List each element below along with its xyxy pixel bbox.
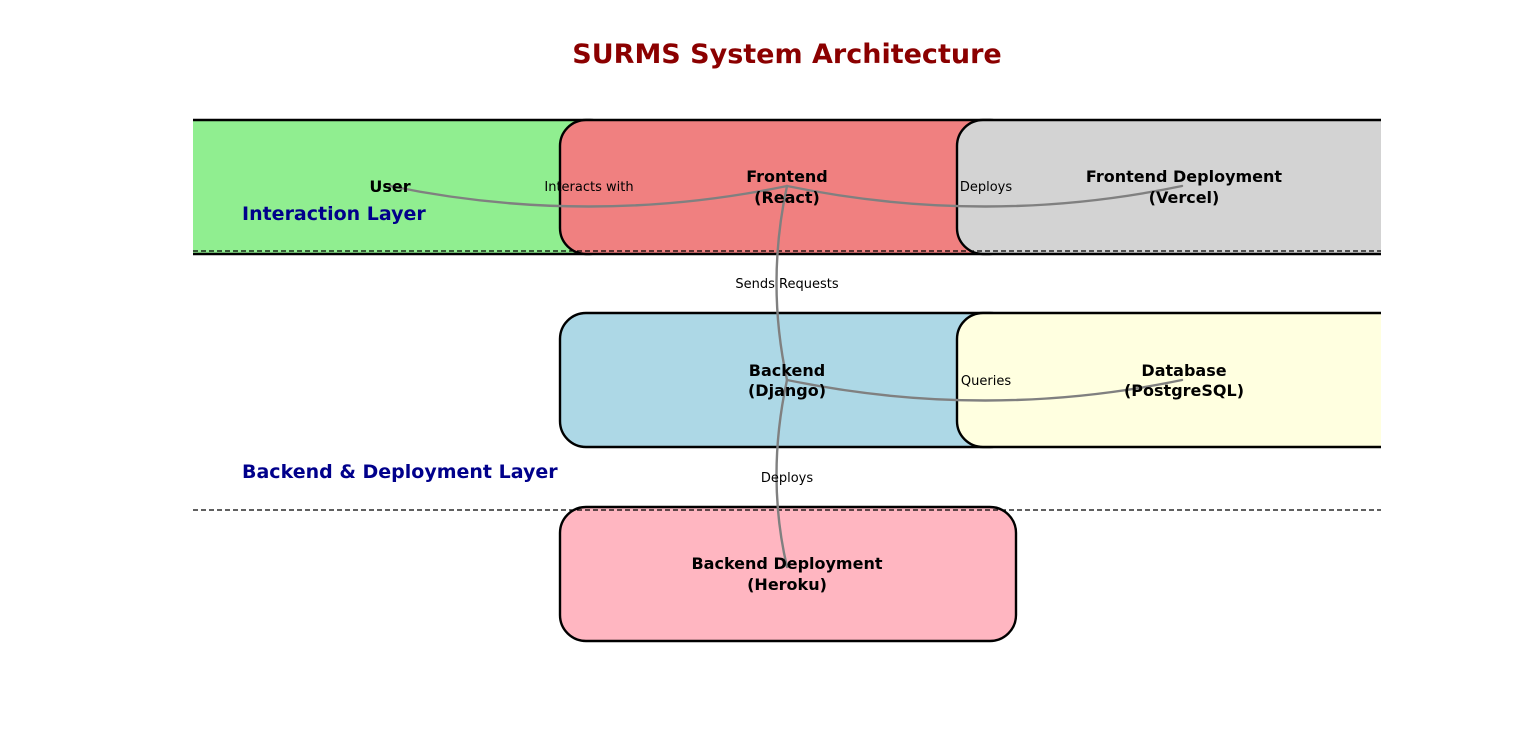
backend-node-label: Backend: [749, 361, 825, 380]
edge-label-frontend-deploys: Deploys: [960, 180, 1013, 195]
database-node-label: Database: [1141, 361, 1226, 380]
edge-label-queries: Queries: [961, 374, 1011, 389]
backend-deployment-node: [558, 505, 1018, 643]
database-node: [955, 311, 1381, 449]
database-node-sublabel: (PostgreSQL): [1124, 381, 1244, 400]
backend-deployment-sublabel: (Heroku): [747, 575, 827, 594]
edge-backend-deployment: [775, 378, 789, 569]
frontend-deployment-label: Frontend Deployment: [1086, 167, 1283, 186]
diagram-title: SURMS System Architecture: [572, 39, 1001, 70]
backend-node-sublabel: (Django): [748, 381, 826, 400]
edge-label-interacts-with: Interacts with: [544, 180, 633, 195]
edge-frontend-deployment: [785, 184, 1184, 208]
edge-frontend-backend: [775, 184, 789, 382]
frontend-deployment-node: [955, 118, 1381, 256]
edge-backend-database: [785, 378, 1184, 402]
edge-label-sends-requests: Sends Requests: [735, 277, 838, 292]
edge-user-frontend: [388, 184, 789, 208]
frontend-node-sublabel: (React): [754, 188, 820, 207]
backend-deployment-label: Backend Deployment: [691, 554, 882, 573]
frontend-deployment-sublabel: (Vercel): [1149, 188, 1220, 207]
frontend-node-label: Frontend: [746, 167, 828, 186]
edge-label-backend-deploys: Deploys: [761, 471, 814, 486]
interaction-layer-label: Interaction Layer: [242, 203, 426, 225]
backend-layer-label: Backend & Deployment Layer: [242, 461, 558, 483]
user-node-label: User: [369, 177, 410, 196]
